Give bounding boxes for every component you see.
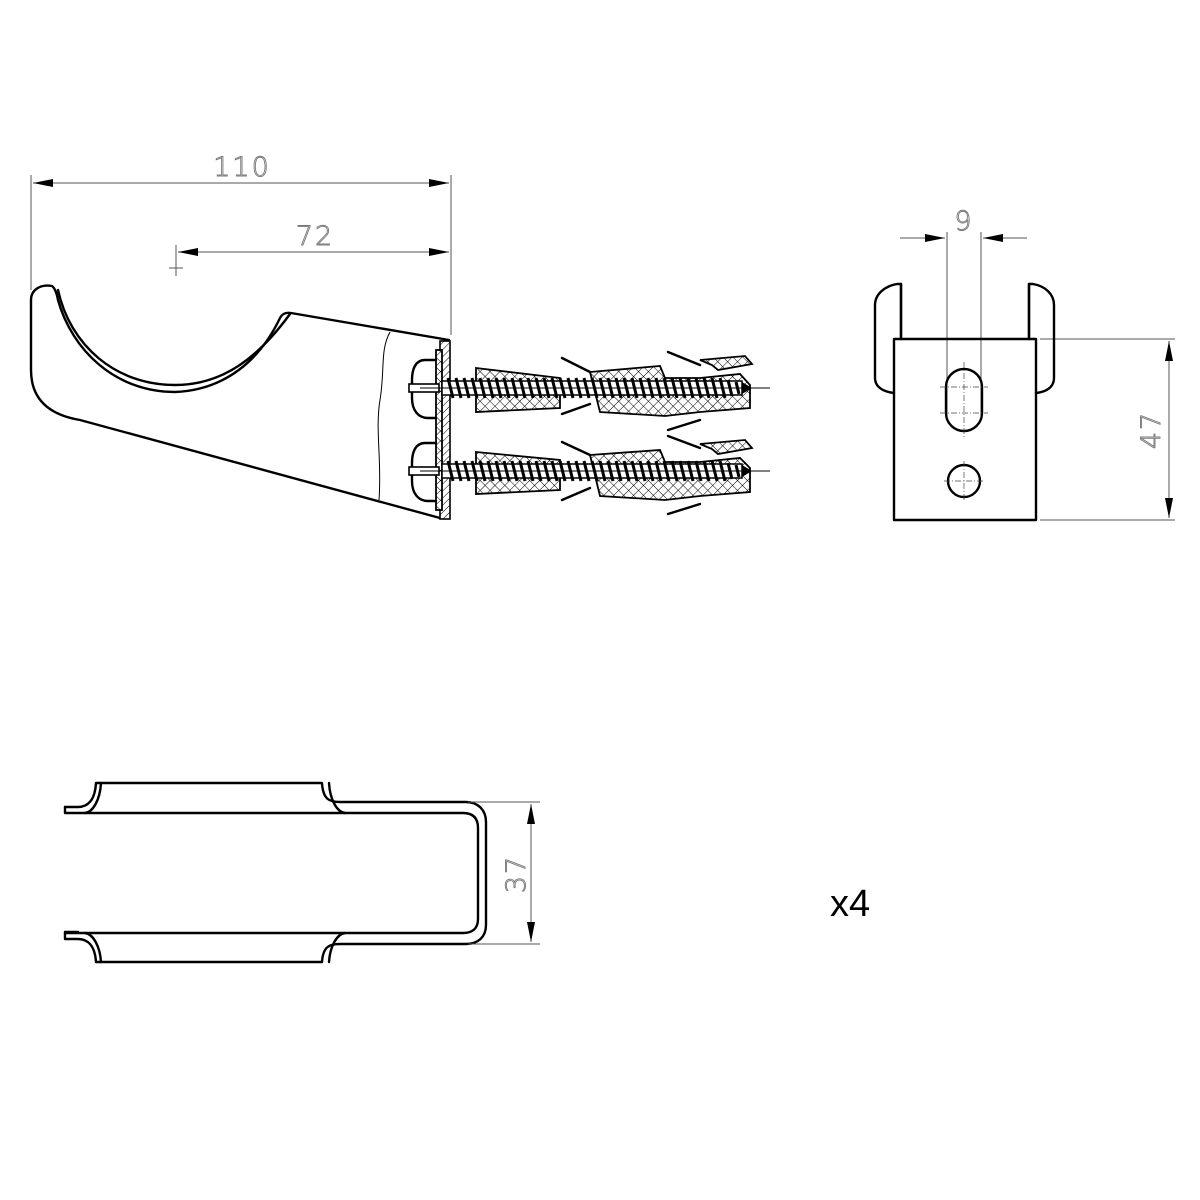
dimension-slot-width: 9 [900,206,1027,420]
dimension-overall-length: 110 [30,152,452,335]
dimension-label-37: 37 [501,855,532,893]
front-view: 9 47 [873,206,1175,522]
dimension-label-9: 9 [954,206,973,237]
break-line [377,331,391,501]
cradle-groove [56,288,292,387]
screw-head-top [408,358,440,420]
top-view-outline-inner [63,805,480,935]
screw-thread-top [420,377,770,399]
dimension-label-47: 47 [1136,411,1167,449]
bracket-body [29,284,451,520]
front-plate [892,337,1038,522]
screw-head-bottom [408,441,440,503]
screw-thread-bottom [420,460,770,482]
dimension-height: 47 [1040,338,1175,521]
dimension-center-to-wall: 72 [169,221,449,276]
left-ear [873,282,903,395]
quantity-label: x4 [830,883,870,925]
side-view: 110 72 [29,152,770,520]
washer-plate [435,349,443,511]
dimension-width: 37 [468,801,540,945]
dimension-label-72: 72 [296,221,334,252]
top-view-outline-outer [63,781,488,964]
top-view: 37 [63,781,540,964]
dimension-label-110: 110 [213,152,271,183]
right-ear [1027,282,1056,395]
